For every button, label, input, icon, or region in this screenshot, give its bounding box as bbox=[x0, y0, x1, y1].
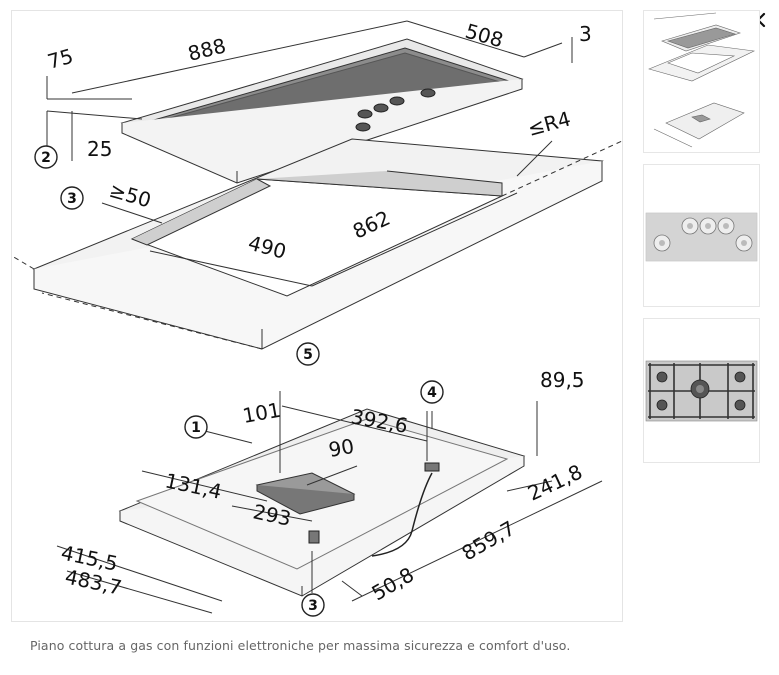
callout-2: 2 bbox=[34, 145, 58, 169]
dim-offset-side: 25 bbox=[87, 137, 112, 161]
svg-text:2: 2 bbox=[41, 150, 51, 166]
svg-text:4: 4 bbox=[427, 385, 437, 401]
dim-cutout-radius: ≤R4 bbox=[525, 106, 573, 140]
dim-50-8: 50,8 bbox=[368, 562, 419, 605]
hob-burners-thumbnail-icon bbox=[645, 360, 758, 422]
thumbnail-hob-top[interactable] bbox=[643, 318, 760, 463]
svg-text:1: 1 bbox=[191, 420, 201, 436]
callout-3-bottom: 3 bbox=[301, 593, 325, 617]
svg-text:5: 5 bbox=[303, 347, 313, 363]
technical-drawing: 888 508 3 75 25 ≤R4 ≥50 490 862 2 3 bbox=[12, 19, 622, 617]
dim-offset-top: 75 bbox=[45, 44, 76, 74]
dim-90: 90 bbox=[327, 434, 356, 462]
connector-3 bbox=[308, 530, 320, 544]
dim-241-8: 241,8 bbox=[524, 460, 586, 506]
dim-89-5: 89,5 bbox=[540, 368, 585, 392]
callout-4: 4 bbox=[420, 380, 444, 404]
dim-depth-total: 508 bbox=[463, 19, 506, 53]
svg-text:3: 3 bbox=[308, 598, 318, 614]
callout-3-top: 3 bbox=[60, 186, 84, 210]
dim-101: 101 bbox=[241, 398, 283, 428]
thumbnail-hob-front[interactable] bbox=[643, 164, 760, 307]
svg-text:3: 3 bbox=[67, 191, 77, 207]
dimension-drawing-thumbnail-icon bbox=[648, 12, 756, 148]
thumbnail-dimensions[interactable] bbox=[643, 10, 760, 153]
callout-1: 1 bbox=[184, 415, 208, 439]
connector-4 bbox=[424, 462, 440, 472]
dim-859-7: 859,7 bbox=[458, 516, 520, 565]
main-product-image[interactable]: 888 508 3 75 25 ≤R4 ≥50 490 862 2 3 bbox=[11, 10, 623, 622]
callout-5: 5 bbox=[296, 342, 320, 366]
dim-thickness: 3 bbox=[579, 22, 592, 46]
image-caption: Piano cottura a gas con funzioni elettro… bbox=[30, 638, 571, 653]
hob-knobs-thumbnail-icon bbox=[645, 212, 758, 262]
hob-knobs bbox=[355, 88, 436, 132]
